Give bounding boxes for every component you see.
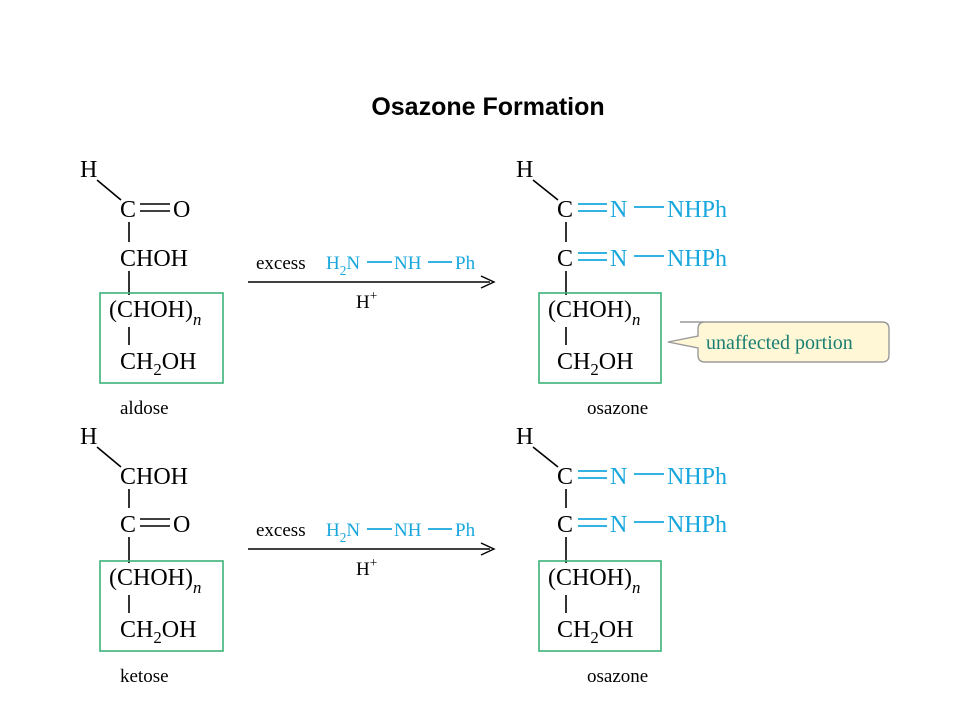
osazone-top-unchanged-box	[538, 292, 662, 384]
osazone-top-h-bond	[532, 179, 559, 201]
osazone-top-n2: N	[610, 246, 627, 272]
reagent-excess-label: excess	[256, 253, 306, 274]
reagent-ph: Ph	[455, 253, 476, 274]
aldose-hydrogen: H	[80, 157, 97, 183]
osazone-top-c2: C	[557, 246, 573, 272]
osazone-bottom-nhph1: NHPh	[667, 464, 727, 490]
ketose-unchanged-box	[99, 560, 224, 652]
arrow-head-top	[480, 275, 496, 289]
ketose-chain: (CHOH)n	[109, 565, 201, 597]
osazone-bottom-unchanged-box	[538, 560, 662, 652]
osazone-bottom-structure: H C N NHPh C N NHPh (CHOH)n CH2OH osazon…	[516, 424, 727, 687]
osazone-top-nhph1: NHPh	[667, 197, 727, 223]
reagent-h2n-2: H2N	[326, 520, 360, 545]
osazone-top-nhph2: NHPh	[667, 246, 727, 272]
reagent-h2n: H2N	[326, 253, 360, 278]
ketose-ch2oh: CH2OH	[120, 617, 196, 647]
aldose-chain: (CHOH)n	[109, 297, 201, 329]
osazone-top-hydrogen: H	[516, 157, 533, 183]
reagent-excess-label-2: excess	[256, 520, 306, 541]
ketose-c1: CHOH	[120, 464, 188, 490]
reagent-ph-2: Ph	[455, 520, 476, 541]
osazone-bottom-label: osazone	[587, 666, 648, 687]
catalyst-h-plus: H+	[356, 288, 377, 313]
page-title: Osazone Formation	[371, 93, 604, 121]
aldose-c1-oxygen: O	[173, 197, 190, 223]
aldose-structure: H C O CHOH (CHOH)n CH2OH aldose	[80, 157, 224, 419]
reaction-arrow-bottom: excess H2N NH Ph H+	[248, 520, 496, 580]
osazone-bottom-hydrogen: H	[516, 424, 533, 450]
ketose-h-bond	[96, 446, 122, 468]
ketose-c2-carbon: C	[120, 512, 136, 538]
osazone-bottom-chain: (CHOH)n	[548, 565, 640, 597]
ketose-c2-oxygen: O	[173, 512, 190, 538]
ketose-label: ketose	[120, 666, 169, 687]
reagent-nh-2: NH	[394, 520, 422, 541]
callout-bubble	[667, 321, 890, 363]
reagent-nh: NH	[394, 253, 422, 274]
osazone-top-ch2oh: CH2OH	[557, 349, 633, 379]
aldose-unchanged-box	[99, 292, 224, 384]
osazone-bottom-h-bond	[532, 446, 559, 468]
ketose-hydrogen: H	[80, 424, 97, 450]
reaction-arrow-top: excess H2N NH Ph H+	[248, 253, 496, 313]
osazone-bottom-c2: C	[557, 512, 573, 538]
osazone-top-label: osazone	[587, 398, 648, 419]
arrow-head-bottom	[480, 542, 496, 556]
osazone-top-structure: H C N NHPh C N NHPh (CHOH)n CH2OH osazon…	[516, 157, 727, 419]
osazone-bottom-ch2oh: CH2OH	[557, 617, 633, 647]
osazone-top-c1: C	[557, 197, 573, 223]
osazone-bottom-nhph2: NHPh	[667, 512, 727, 538]
osazone-bottom-c1: C	[557, 464, 573, 490]
unaffected-portion-callout: unaffected portion	[667, 321, 890, 363]
aldose-h-bond	[96, 179, 122, 201]
osazone-top-chain: (CHOH)n	[548, 297, 640, 329]
ketose-structure: H CHOH C O (CHOH)n CH2OH ketose	[80, 424, 224, 687]
callout-text: unaffected portion	[706, 332, 853, 354]
aldose-label: aldose	[120, 398, 169, 419]
aldose-c2: CHOH	[120, 246, 188, 272]
osazone-bottom-n1: N	[610, 464, 627, 490]
osazone-bottom-n2: N	[610, 512, 627, 538]
aldose-ch2oh: CH2OH	[120, 349, 196, 379]
catalyst-h-plus-2: H+	[356, 555, 377, 580]
aldose-c1-carbon: C	[120, 197, 136, 223]
osazone-top-n1: N	[610, 197, 627, 223]
